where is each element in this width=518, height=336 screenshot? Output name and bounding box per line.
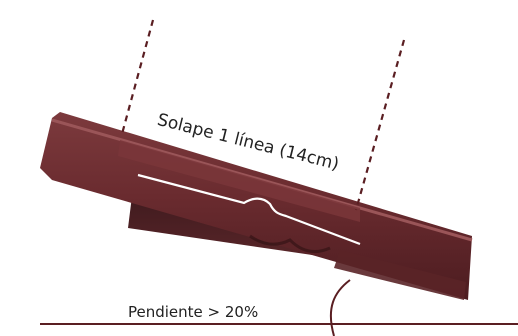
tile-top-edge — [51, 118, 473, 242]
lower-tile-band — [334, 250, 466, 300]
left-dashed-guide — [120, 19, 155, 135]
right-dashed-guide — [354, 39, 406, 211]
tile-lap-ridge — [118, 140, 360, 222]
slope-label: Pendiente > 20% — [128, 303, 259, 321]
slope-arc — [329, 279, 351, 336]
overlap-indicator-line — [137, 173, 361, 246]
tile-texture — [249, 234, 331, 254]
